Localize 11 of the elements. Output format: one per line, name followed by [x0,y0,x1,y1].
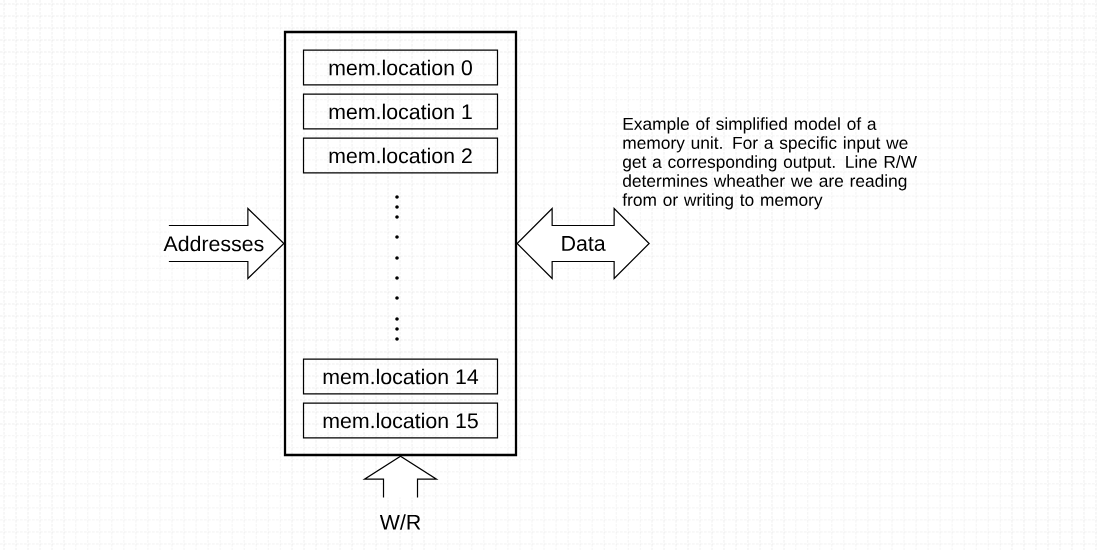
memory-location-box: mem.location 14 [302,358,499,395]
edge-label: Addresses [162,235,265,252]
memory-location-box: mem.location 2 [302,137,499,174]
description-text: Example of simplified model of a memory unit. For a specific input we get a corresponding output. Line R/W determines wheather we are reading from or writing to memory [622,117,917,210]
block-arrow [362,455,439,499]
memory-location-box: mem.location 15 [302,402,499,439]
signal-label: W/R [379,514,421,530]
memory-unit-box [283,30,518,457]
memory-location-box: mem.location 0 [302,49,499,86]
memory-location-box: mem.location 1 [302,93,499,130]
edge-label: Data [559,235,607,252]
